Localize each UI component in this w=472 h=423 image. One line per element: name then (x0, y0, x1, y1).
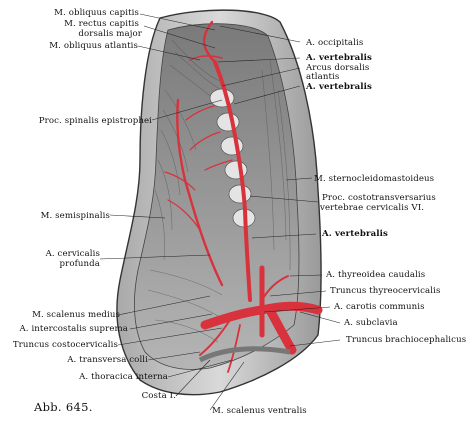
label-proc-costotransversarius: Proc. costotransversarius (322, 193, 436, 203)
label-m-scalenus-medius: M. scalenus medius (32, 310, 120, 320)
label-a-subclavia: A. subclavia (344, 318, 398, 328)
label-truncus-costocervicalis: Truncus costocervicalis (12, 340, 118, 350)
label-a-thyreoidea-caudalis: A. thyreoidea caudalis (326, 270, 426, 280)
muscle-fibers (147, 39, 291, 343)
label-arcus-dorsalis: Arcus dorsalis (306, 63, 370, 73)
label-truncus-brachiocephalicus: Truncus brachiocephalicus (346, 335, 467, 345)
label-proc-spinalis: Proc. spinalis epistrophei (38, 116, 152, 126)
first-rib (198, 346, 291, 363)
label-m-obliquus-atlantis: M. obliquus atlantis (49, 41, 138, 51)
label-m-obliquus-capitis: M. obliquus capitis (54, 8, 139, 18)
label-a-carotis-communis: A. carotis communis (334, 302, 425, 312)
label-a-occipitalis: A. occipitalis (306, 38, 364, 48)
label-a-vertebralis-mid: A. vertebralis (306, 82, 372, 92)
label-a-intercostalis-suprema: A. intercostalis suprema (19, 324, 128, 334)
label-profunda: profunda (59, 259, 100, 269)
label-m-sternocleidomastoideus: M. sternocleidomastoideus (314, 174, 435, 184)
label-m-rectus-capitis: M. rectus capitis (64, 19, 139, 29)
figure-number: Abb. 645. (34, 400, 93, 414)
label-a-transversa-colli: A. transversa colli (67, 355, 148, 365)
label-m-rectus-capitis-2: dorsalis major (78, 29, 142, 39)
label-truncus-thyreocervicalis: Truncus thyreocervicalis (330, 286, 441, 296)
leader-lines (99, 13, 341, 411)
label-a-thoracica-interna: A. thoracica interna (79, 372, 168, 382)
label-a-cervicalis: A. cervicalis (45, 249, 100, 259)
label-m-scalenus-ventralis: M. scalenus ventralis (212, 406, 307, 416)
label-a-vertebralis-low: A. vertebralis (322, 229, 388, 239)
label-costa-i: Costa I. (141, 391, 176, 401)
label-arcus-atlantis: atlantis (306, 72, 340, 82)
label-a-vertebralis-top: A. vertebralis (306, 53, 372, 63)
label-m-semispinalis: M. semispinalis (40, 211, 110, 221)
label-vertebrae-cervicalis: vertebrae cervicalis VI. (320, 203, 425, 213)
